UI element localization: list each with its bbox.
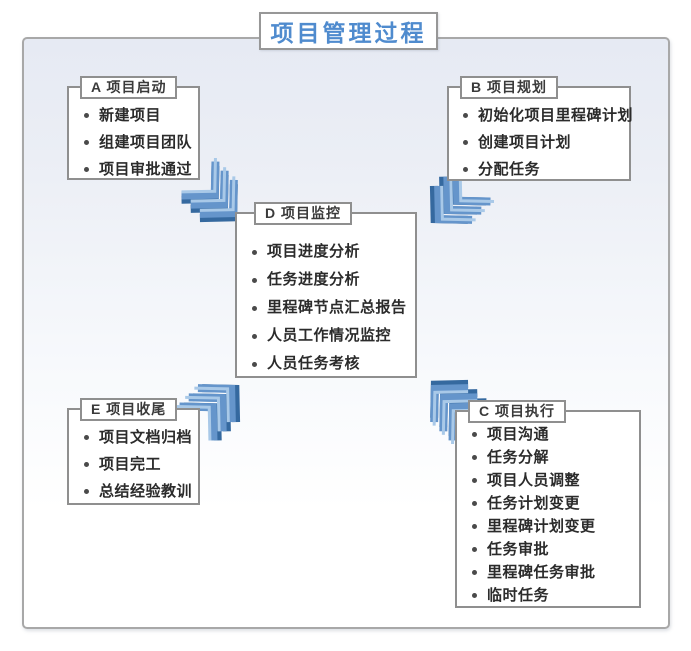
arrow-e-to-center	[168, 354, 267, 453]
list-item: 任务计划变更	[469, 492, 637, 515]
box-project-execution: C 项目执行 项目沟通任务分解项目人员调整任务计划变更里程碑计划变更任务审批里程…	[455, 400, 641, 611]
triple-chevron-icon	[175, 384, 241, 441]
list-item: 任务进度分析	[249, 266, 413, 294]
box-project-closing-items: 项目文档归档项目完工总结经验教训	[69, 410, 198, 509]
box-project-initiation-items: 新建项目组建项目团队项目审批通过	[69, 88, 198, 187]
box-project-planning: B 项目规划 初始化项目里程碑计划创建项目计划分配任务	[447, 76, 633, 181]
arrow-b-to-center	[404, 156, 503, 255]
box-project-planning-items: 初始化项目里程碑计划创建项目计划分配任务	[449, 88, 633, 187]
triple-chevron-icon	[429, 167, 495, 224]
box-project-monitoring-title: D 项目监控	[254, 202, 352, 225]
triple-chevron-icon	[181, 157, 238, 223]
list-item: 任务审批	[469, 538, 637, 561]
box-project-execution-title: C 项目执行	[468, 400, 566, 423]
box-project-initiation-title: A 项目启动	[80, 76, 178, 99]
list-item: 任务分解	[469, 446, 637, 469]
box-project-execution-items: 项目沟通任务分解项目人员调整任务计划变更里程碑计划变更任务审批里程碑任务审批临时…	[457, 412, 639, 611]
list-item: 项目文档归档	[81, 424, 194, 451]
list-item: 项目沟通	[469, 423, 637, 446]
list-item: 项目审批通过	[81, 156, 194, 183]
box-project-planning-title: B 项目规划	[460, 76, 558, 99]
list-item: 新建项目	[81, 102, 194, 129]
list-item: 初始化项目里程碑计划	[460, 102, 633, 129]
list-item: 项目人员调整	[469, 469, 637, 492]
list-item: 总结经验教训	[81, 478, 194, 505]
list-item: 里程碑任务审批	[469, 561, 637, 584]
diagram-title: 项目管理过程	[259, 12, 438, 50]
list-item: 临时任务	[469, 584, 637, 607]
list-item: 创建项目计划	[460, 129, 627, 156]
box-project-monitoring-items: 项目进度分析任务进度分析里程碑节点汇总报告人员工作情况监控人员任务考核	[237, 214, 415, 382]
list-item: 项目完工	[81, 451, 194, 478]
list-item: 人员工作情况监控	[249, 322, 413, 350]
list-item: 项目进度分析	[249, 238, 413, 266]
box-project-closing-title: E 项目收尾	[80, 398, 178, 421]
box-project-initiation: A 项目启动 新建项目组建项目团队项目审批通过	[67, 76, 200, 180]
arrow-a-to-center	[170, 150, 269, 249]
list-item: 人员任务考核	[249, 350, 413, 378]
box-project-monitoring: D 项目监控 项目进度分析任务进度分析里程碑节点汇总报告人员工作情况监控人员任务…	[235, 202, 417, 378]
list-item: 里程碑节点汇总报告	[249, 294, 413, 322]
list-item: 组建项目团队	[81, 129, 194, 156]
box-project-closing: E 项目收尾 项目文档归档项目完工总结经验教训	[67, 398, 200, 505]
list-item: 里程碑计划变更	[469, 515, 637, 538]
list-item: 分配任务	[460, 156, 627, 183]
